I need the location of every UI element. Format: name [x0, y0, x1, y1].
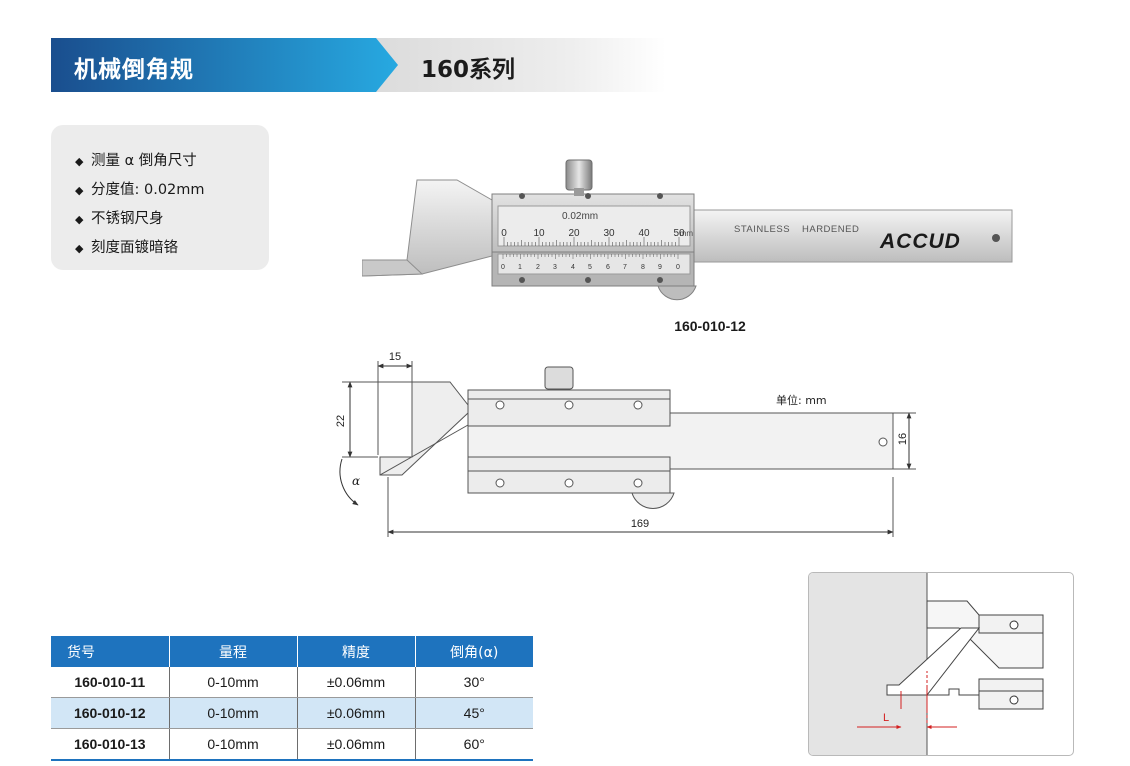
col-header-angle: 倒角(α): [415, 636, 533, 667]
diamond-bullet-icon: ◆: [75, 242, 84, 255]
drawing-knob: [544, 366, 574, 390]
cell-range: 0-10mm: [169, 667, 298, 698]
hardened-label: HARDENED: [802, 224, 859, 235]
screw-icon: [585, 277, 591, 283]
vernier-label: 0: [676, 264, 680, 271]
screw-icon: [495, 400, 505, 410]
page-title: 机械倒角规: [74, 57, 194, 83]
thumb-screw-knob: [565, 159, 593, 191]
vernier-label: 8: [641, 264, 645, 271]
vernier-label: 2: [536, 264, 540, 271]
table-row: 160-010-13 0-10mm ±0.06mm 60°: [51, 728, 533, 761]
screw-icon: [1009, 695, 1019, 705]
vernier-label: 5: [588, 264, 592, 271]
detail-drawing: L: [809, 573, 1044, 755]
series-title: 160系列: [421, 57, 516, 83]
banner-background: [51, 38, 666, 92]
angle-arc: [339, 458, 359, 506]
vernier-scale-ticks: [502, 254, 679, 259]
unit-note: 单位: mm: [776, 393, 827, 407]
dim-16-label: 16: [897, 433, 909, 445]
dim-15-label: 15: [389, 351, 401, 363]
screw-icon: [519, 277, 525, 283]
vernier-label: 1: [518, 264, 522, 271]
vernier-label: 6: [606, 264, 610, 271]
main-scale-label: 10: [533, 228, 545, 239]
vernier-label: 4: [571, 264, 575, 271]
detail-jaw-blade: [886, 627, 981, 696]
beam-hole-icon: [992, 234, 1000, 242]
main-scale-label: 20: [568, 228, 580, 239]
screw-icon: [633, 400, 643, 410]
feature-list-box: ◆测量 α 倒角尺寸 ◆分度值: 0.02mm ◆不锈钢尺身 ◆刻度面镀暗铬: [51, 125, 269, 270]
unit-label: mm: [680, 229, 694, 238]
cell-angle: 30°: [415, 667, 533, 698]
detail-slider-lower: [978, 678, 1044, 710]
table-header-row: 货号 量程 精度 倒角(α): [51, 636, 533, 667]
col-header-range: 量程: [169, 636, 298, 667]
main-scale-label: 0: [501, 228, 507, 239]
workpiece-block: [809, 573, 927, 755]
title-banner: 机械倒角规 160系列: [51, 38, 666, 92]
diamond-bullet-icon: ◆: [75, 184, 84, 197]
stainless-label: STAINLESS: [734, 224, 790, 235]
cell-code: 160-010-11: [51, 667, 170, 698]
main-scale-label: 50: [673, 228, 685, 239]
technical-drawing: 15 22 16 169 α 单位: mm: [335, 351, 916, 537]
cell-code: 160-010-13: [51, 728, 170, 761]
main-scale-label: 40: [638, 228, 650, 239]
cell-accuracy: ±0.06mm: [297, 728, 416, 761]
drawing-roller: [631, 492, 675, 509]
main-scale-ticks: [503, 237, 680, 246]
resolution-label: 0.02mm: [562, 211, 598, 222]
drawing-slider-lower: [467, 456, 671, 494]
model-caption: 160-010-12: [674, 318, 746, 334]
dim-22-label: 22: [335, 415, 347, 427]
length-symbol: L: [883, 712, 889, 724]
cell-range: 0-10mm: [169, 728, 298, 761]
screw-icon: [633, 478, 643, 488]
vernier-label: 9: [658, 264, 662, 271]
feature-item: ◆不锈钢尺身: [75, 205, 269, 234]
diamond-bullet-icon: ◆: [75, 155, 84, 168]
main-scale-label: 30: [603, 228, 615, 239]
feature-item: ◆分度值: 0.02mm: [75, 176, 269, 205]
table-row: 160-010-11 0-10mm ±0.06mm 30°: [51, 667, 533, 698]
main-scale-window: [497, 205, 691, 247]
screw-icon: [564, 400, 574, 410]
col-header-code: 货号: [51, 636, 170, 667]
col-header-accuracy: 精度: [297, 636, 416, 667]
product-photo: 0.02mm mm 0 10 20 30 40 50 0 1 2 3 4 5 6…: [362, 159, 1013, 301]
drawing-fixed-jaw: [379, 381, 469, 476]
screw-icon: [564, 478, 574, 488]
brand-logo: ACCUD: [879, 230, 961, 253]
screw-icon: [495, 478, 505, 488]
detail-inset: L: [808, 572, 1074, 756]
table-row: 160-010-12 0-10mm ±0.06mm 45°: [51, 697, 533, 729]
cell-angle: 60°: [415, 728, 533, 761]
screw-icon: [657, 277, 663, 283]
dim-169-label: 169: [631, 518, 649, 530]
cell-accuracy: ±0.06mm: [297, 667, 416, 698]
cell-code: 160-010-12: [51, 697, 170, 729]
spec-table: 货号 量程 精度 倒角(α) 160-010-11 0-10mm ±0.06mm…: [51, 636, 533, 761]
screw-icon: [657, 193, 663, 199]
cell-angle: 45°: [415, 697, 533, 729]
feature-item: ◆测量 α 倒角尺寸: [75, 147, 269, 176]
screw-icon: [1009, 620, 1019, 630]
diamond-bullet-icon: ◆: [75, 213, 84, 226]
cell-accuracy: ±0.06mm: [297, 697, 416, 729]
screw-icon: [519, 193, 525, 199]
vernier-label: 0: [501, 264, 505, 271]
cell-range: 0-10mm: [169, 697, 298, 729]
screw-icon: [585, 193, 591, 199]
feature-item: ◆刻度面镀暗铬: [75, 234, 269, 263]
angle-symbol: α: [352, 474, 360, 488]
vernier-label: 7: [623, 264, 627, 271]
vernier-label: 3: [553, 264, 557, 271]
roller-wheel: [657, 285, 697, 301]
